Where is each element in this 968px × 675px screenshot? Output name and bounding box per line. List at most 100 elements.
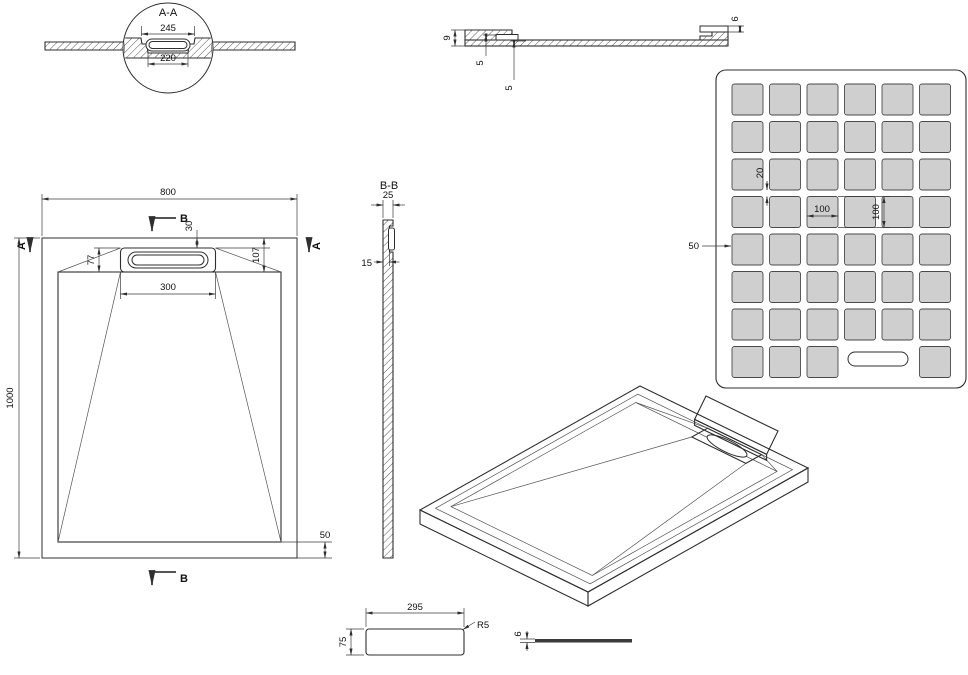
iso-cover-top <box>693 395 779 456</box>
grate-square <box>919 346 951 378</box>
grate-square <box>769 271 801 303</box>
grate-square <box>844 271 876 303</box>
dim-20: 20 <box>755 168 766 179</box>
grate-square <box>919 308 951 341</box>
ts-right-block <box>699 31 729 41</box>
dim-25: 25 <box>383 190 394 201</box>
view-plan: 800 1000 300 30 77 107 50 A A B B <box>5 187 332 587</box>
iso-side-left <box>419 509 589 607</box>
r5-leader <box>462 621 476 630</box>
view-isometric <box>418 385 810 607</box>
grate-square <box>844 158 876 191</box>
detail-label: A-A <box>159 7 178 19</box>
grate-square <box>919 233 951 266</box>
grate-square <box>731 196 764 228</box>
grate-square <box>769 346 801 378</box>
grate-square <box>881 308 914 341</box>
grate-square <box>844 308 876 341</box>
dim-50-grate: 50 <box>688 241 699 252</box>
iso-slope-lines <box>450 402 778 576</box>
section-bb-label: B-B <box>380 180 398 192</box>
iso-drain-recess <box>690 427 763 465</box>
iso-rim-inner <box>434 393 794 585</box>
grate-square <box>731 83 764 116</box>
view-section-bb: B-B 25 15 <box>361 180 405 559</box>
dim-15: 15 <box>361 258 372 269</box>
view-section-aa: A-A 245 220 <box>44 2 296 94</box>
dim-75: 75 <box>338 637 349 648</box>
ext-lines-6-strip <box>520 638 535 643</box>
grate-square <box>919 158 951 191</box>
grate-square <box>806 121 839 153</box>
dim-295: 295 <box>407 602 423 613</box>
view-cover-side: 6 <box>513 631 632 651</box>
ts-cover-right <box>699 25 729 33</box>
section-bb-cover <box>388 227 395 251</box>
section-marker-b-top: B <box>180 213 188 225</box>
grate-square <box>769 308 801 341</box>
grate-square <box>769 83 801 116</box>
ext-lines-5b <box>511 40 526 80</box>
dim-50-plan: 50 <box>320 530 331 541</box>
dim-5a: 5 <box>475 60 486 65</box>
dim-5b: 5 <box>504 85 515 90</box>
ext-lines-295 <box>365 608 465 627</box>
grate-square <box>806 83 839 116</box>
grate-square <box>881 196 914 228</box>
dim-100w: 100 <box>814 204 830 215</box>
cover-strip <box>535 639 632 643</box>
ext-lines-107 <box>215 247 270 273</box>
grate-square <box>881 158 914 191</box>
view-cover-plan: 295 75 R5 <box>338 602 489 656</box>
grate-square <box>731 308 764 341</box>
grate-square <box>881 233 914 266</box>
grate-square <box>769 196 801 228</box>
dim-1000: 1000 <box>5 387 16 408</box>
drain-recess <box>119 247 217 273</box>
section-marker-b-top-arrow <box>148 216 176 233</box>
grate-square <box>844 83 876 116</box>
cover-plate <box>365 628 465 656</box>
grate-square <box>844 121 876 153</box>
dim-300: 300 <box>160 282 176 293</box>
ts-floor <box>464 39 729 47</box>
ts-cover-left <box>495 34 519 41</box>
dim-r5: R5 <box>477 620 489 631</box>
grate-square <box>731 121 764 153</box>
section-marker-b-bottom-arrow <box>148 570 176 587</box>
slope-lines <box>57 247 282 543</box>
iso-top-face <box>418 385 810 593</box>
grate-square <box>844 233 876 266</box>
ext-lines-800 <box>41 194 298 236</box>
grate-square <box>806 346 839 378</box>
dim-9: 9 <box>442 35 453 40</box>
grate-square <box>806 158 839 191</box>
grate-square <box>769 233 801 266</box>
grate-square <box>919 83 951 116</box>
grate-square <box>806 271 839 303</box>
grate-square <box>806 308 839 341</box>
grate-square <box>806 196 839 228</box>
grate-square <box>731 158 764 191</box>
dim-77: 77 <box>86 255 97 266</box>
detail-cover-inner <box>148 41 188 49</box>
dim-220: 220 <box>160 53 176 64</box>
grate-square <box>919 121 951 153</box>
section-bb-profile <box>382 219 394 559</box>
drain-cover-inner <box>131 254 205 266</box>
section-marker-a-right: A <box>311 242 323 250</box>
grate-square <box>731 271 764 303</box>
grate-square <box>919 271 951 303</box>
section-marker-a-left: A <box>16 242 28 250</box>
grate-square <box>881 121 914 153</box>
tray-outline <box>41 237 298 559</box>
dim-107: 107 <box>251 247 262 263</box>
dim-6-top: 6 <box>730 16 741 21</box>
dim-100h: 100 <box>871 204 882 220</box>
grate-handle-slot <box>847 351 909 367</box>
grate-square <box>731 233 764 266</box>
detail-content <box>124 26 212 67</box>
grate-square <box>731 346 764 378</box>
iso-side-right <box>587 467 809 607</box>
